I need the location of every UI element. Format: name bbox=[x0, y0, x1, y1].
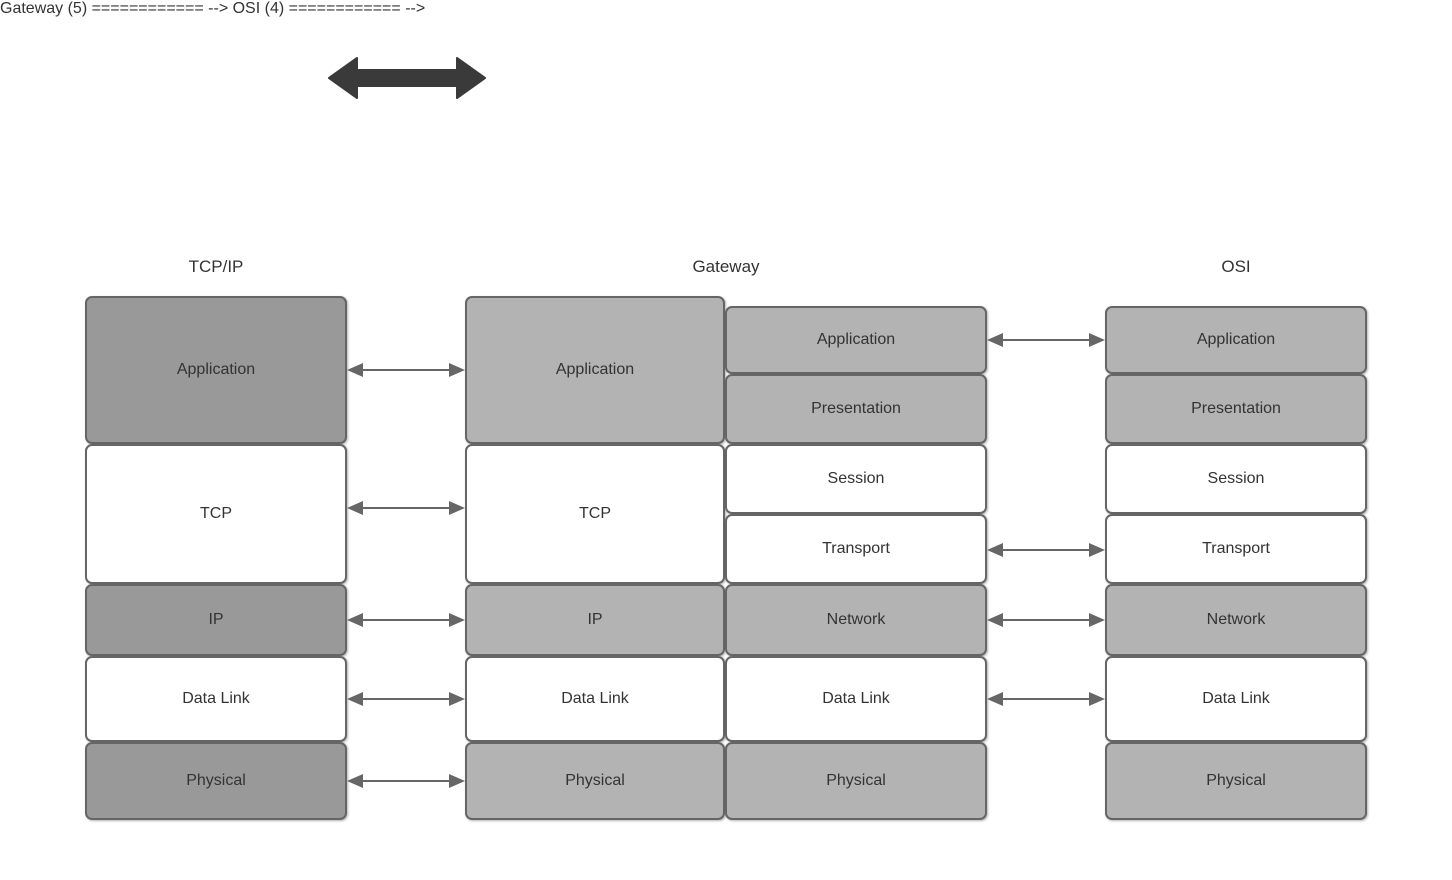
osi-layer-network[interactable]: Network bbox=[1105, 584, 1367, 656]
gateway-right-layer-transport[interactable]: Transport bbox=[725, 514, 987, 584]
column-title-osi: OSI bbox=[1221, 257, 1251, 276]
gateway-right-layer-physical[interactable]: Physical bbox=[725, 742, 987, 820]
column-title-tcpip: TCP/IP bbox=[188, 257, 244, 276]
gateway-left-layer-ip[interactable]: IP bbox=[465, 584, 725, 656]
gateway-left-layer-tcp[interactable]: TCP bbox=[465, 444, 725, 584]
connector-tcpip-gateway-ip bbox=[347, 608, 465, 632]
gateway-left-layer-physical[interactable]: Physical bbox=[465, 742, 725, 820]
connector-tcpip-gateway-data-link bbox=[347, 687, 465, 711]
gateway-right-layer-data-link[interactable]: Data Link bbox=[725, 656, 987, 742]
gateway-right-layer-session[interactable]: Session bbox=[725, 444, 987, 514]
gateway-right-layer-network[interactable]: Network bbox=[725, 584, 987, 656]
connector-tcpip-gateway-application bbox=[347, 358, 465, 382]
osi-layer-application[interactable]: Application bbox=[1105, 306, 1367, 374]
connector-tcpip-gateway-tcp bbox=[347, 496, 465, 520]
gateway-left-layer-application[interactable]: Application bbox=[465, 296, 725, 444]
gateway-right-layer-application[interactable]: Application bbox=[725, 306, 987, 374]
osi-layer-session[interactable]: Session bbox=[1105, 444, 1367, 514]
tcpip-layer-data-link[interactable]: Data Link bbox=[85, 656, 347, 742]
connector-gateway-osi-data-link bbox=[987, 687, 1105, 711]
tcpip-layer-physical[interactable]: Physical bbox=[85, 742, 347, 820]
gateway-left-layer-data-link[interactable]: Data Link bbox=[465, 656, 725, 742]
connector-gateway-osi-network bbox=[987, 608, 1105, 632]
osi-layer-physical[interactable]: Physical bbox=[1105, 742, 1367, 820]
osi-layer-presentation[interactable]: Presentation bbox=[1105, 374, 1367, 444]
legend-double-arrow bbox=[325, 52, 489, 104]
connector-tcpip-gateway-physical bbox=[347, 769, 465, 793]
tcpip-layer-tcp[interactable]: TCP bbox=[85, 444, 347, 584]
connector-gateway-osi-transport bbox=[987, 538, 1105, 562]
column-title-gateway: Gateway bbox=[692, 257, 760, 276]
tcpip-layer-ip[interactable]: IP bbox=[85, 584, 347, 656]
osi-layer-data-link[interactable]: Data Link bbox=[1105, 656, 1367, 742]
tcpip-layer-application[interactable]: Application bbox=[85, 296, 347, 444]
osi-layer-transport[interactable]: Transport bbox=[1105, 514, 1367, 584]
gateway-right-layer-presentation[interactable]: Presentation bbox=[725, 374, 987, 444]
connector-gateway-osi-application bbox=[987, 328, 1105, 352]
